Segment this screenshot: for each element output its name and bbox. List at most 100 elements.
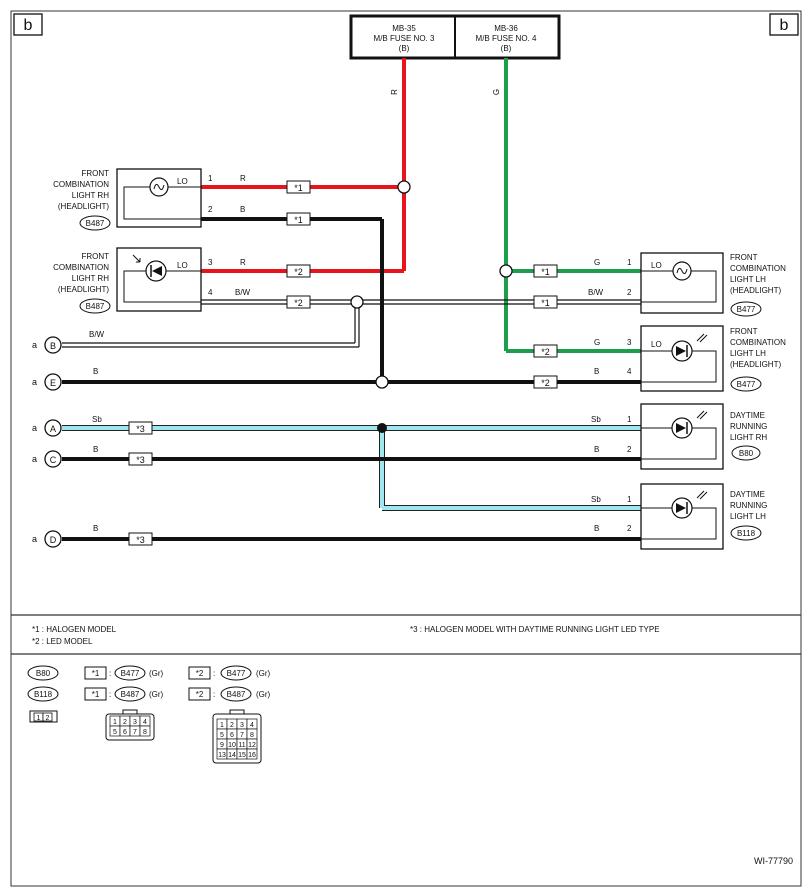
svg-text:B/W: B/W (588, 288, 604, 297)
svg-text:LIGHT RH: LIGHT RH (72, 274, 109, 283)
svg-text:a: a (32, 423, 37, 433)
svg-text:DAYTIME: DAYTIME (730, 490, 765, 499)
svg-text:COMBINATION: COMBINATION (730, 338, 786, 347)
svg-text:1: 1 (113, 719, 117, 726)
svg-text:2: 2 (208, 205, 213, 214)
tag-star3: *3 (136, 535, 145, 545)
svg-text:LIGHT LH: LIGHT LH (730, 512, 766, 521)
svg-text:8: 8 (143, 729, 147, 736)
svg-text:B487: B487 (227, 690, 246, 699)
legend-note-1: *1 : HALOGEN MODEL (32, 625, 117, 634)
tag-star1: *1 (294, 183, 303, 193)
svg-text:A: A (50, 424, 56, 434)
svg-text:B487: B487 (86, 219, 105, 228)
corner-marker-right-text: b (780, 17, 789, 34)
legend-note-2: *2 : LED MODEL (32, 637, 93, 646)
wire-bw (62, 299, 641, 348)
svg-text:(HEADLIGHT): (HEADLIGHT) (730, 360, 781, 369)
svg-text:7: 7 (133, 729, 137, 736)
svg-text:16: 16 (248, 752, 256, 759)
left-connectors: a B a E a A a C a D (32, 336, 62, 548)
component-front-light-lh-halogen: LO FRONT COMBINATION LIGHT LH (HEADLIGHT… (640, 252, 786, 317)
corner-marker-right (769, 13, 799, 36)
wire-green (504, 58, 641, 353)
svg-text:G: G (594, 258, 600, 267)
svg-text:12: 12 (248, 742, 256, 749)
component-drl-rh: DAYTIME RUNNING LIGHT RH B80 (640, 403, 767, 470)
svg-text:2: 2 (627, 445, 632, 454)
svg-text:3: 3 (133, 719, 137, 726)
svg-text:2: 2 (46, 715, 50, 722)
svg-text:RUNNING: RUNNING (730, 422, 767, 431)
tag-star3: *3 (136, 424, 145, 434)
fuse-4-name: M/B FUSE NO. 4 (476, 34, 537, 43)
svg-text:LO: LO (651, 261, 662, 270)
svg-text:1: 1 (627, 415, 632, 424)
svg-text:LIGHT RH: LIGHT RH (730, 433, 767, 442)
svg-text:B487: B487 (121, 690, 140, 699)
junction-bw (350, 295, 364, 309)
svg-text:B80: B80 (739, 449, 754, 458)
svg-text:9: 9 (220, 742, 224, 749)
diagram-id: WI-77790 (754, 856, 793, 866)
svg-text:(HEADLIGHT): (HEADLIGHT) (58, 285, 109, 294)
tag-star2: *2 (294, 267, 303, 277)
svg-text:(Gr): (Gr) (149, 690, 164, 699)
svg-text:*2: *2 (196, 669, 204, 678)
component-front-light-rh-halogen: LO FRONT COMBINATION LIGHT RH (HEADLIGHT… (53, 168, 202, 231)
svg-text:D: D (50, 535, 57, 545)
svg-text:a: a (32, 340, 37, 350)
svg-text:6: 6 (230, 732, 234, 739)
svg-text:2: 2 (230, 722, 234, 729)
svg-text:(HEADLIGHT): (HEADLIGHT) (730, 286, 781, 295)
connector-16pin: 1 2 3 4 5 6 7 8 9 10 11 12 13 14 15 16 (212, 709, 262, 764)
tag-star2: *2 (541, 378, 550, 388)
svg-text:DAYTIME: DAYTIME (730, 411, 765, 420)
svg-text:4: 4 (208, 288, 213, 297)
fuse-3-wire-color: R (390, 89, 399, 95)
tag-star1: *1 (294, 215, 303, 225)
svg-text:B: B (594, 524, 599, 533)
svg-text:FRONT: FRONT (730, 327, 758, 336)
svg-text:7: 7 (240, 732, 244, 739)
svg-text:6: 6 (123, 729, 127, 736)
svg-text:B80: B80 (36, 669, 51, 678)
svg-text:Sb: Sb (591, 495, 601, 504)
svg-text:B118: B118 (737, 529, 756, 538)
svg-text:2: 2 (627, 524, 632, 533)
junction-ground (375, 375, 389, 389)
svg-text:LO: LO (651, 340, 662, 349)
svg-text:*1: *1 (92, 690, 100, 699)
svg-text:1: 1 (627, 258, 632, 267)
connector-8pin: 1 2 3 4 5 6 7 8 (105, 709, 155, 741)
svg-text:1: 1 (627, 495, 632, 504)
svg-text:G: G (594, 338, 600, 347)
svg-text:R: R (240, 174, 246, 183)
svg-text:(Gr): (Gr) (256, 690, 271, 699)
svg-text:3: 3 (627, 338, 632, 347)
svg-text:4: 4 (143, 719, 147, 726)
svg-text:COMBINATION: COMBINATION (53, 263, 109, 272)
svg-text:LIGHT LH: LIGHT LH (730, 275, 766, 284)
svg-text:5: 5 (220, 732, 224, 739)
tag-star1: *1 (541, 298, 550, 308)
svg-text:B477: B477 (737, 305, 756, 314)
svg-text:LIGHT LH: LIGHT LH (730, 349, 766, 358)
svg-text:B477: B477 (227, 669, 246, 678)
svg-text:RUNNING: RUNNING (730, 501, 767, 510)
svg-text:5: 5 (113, 729, 117, 736)
svg-text:8: 8 (250, 732, 254, 739)
svg-text:B: B (240, 205, 245, 214)
fuse-4-wire-color: G (492, 89, 501, 95)
svg-text::: : (109, 690, 111, 699)
svg-text:*1: *1 (92, 669, 100, 678)
tag-star2: *2 (294, 298, 303, 308)
svg-text:COMBINATION: COMBINATION (730, 264, 786, 273)
component-drl-lh: DAYTIME RUNNING LIGHT LH B118 (640, 483, 767, 550)
corner-marker-left-text: b (24, 17, 33, 34)
svg-text:B: B (50, 341, 56, 351)
svg-text:B487: B487 (86, 302, 105, 311)
svg-text:COMBINATION: COMBINATION (53, 180, 109, 189)
svg-text:a: a (32, 377, 37, 387)
